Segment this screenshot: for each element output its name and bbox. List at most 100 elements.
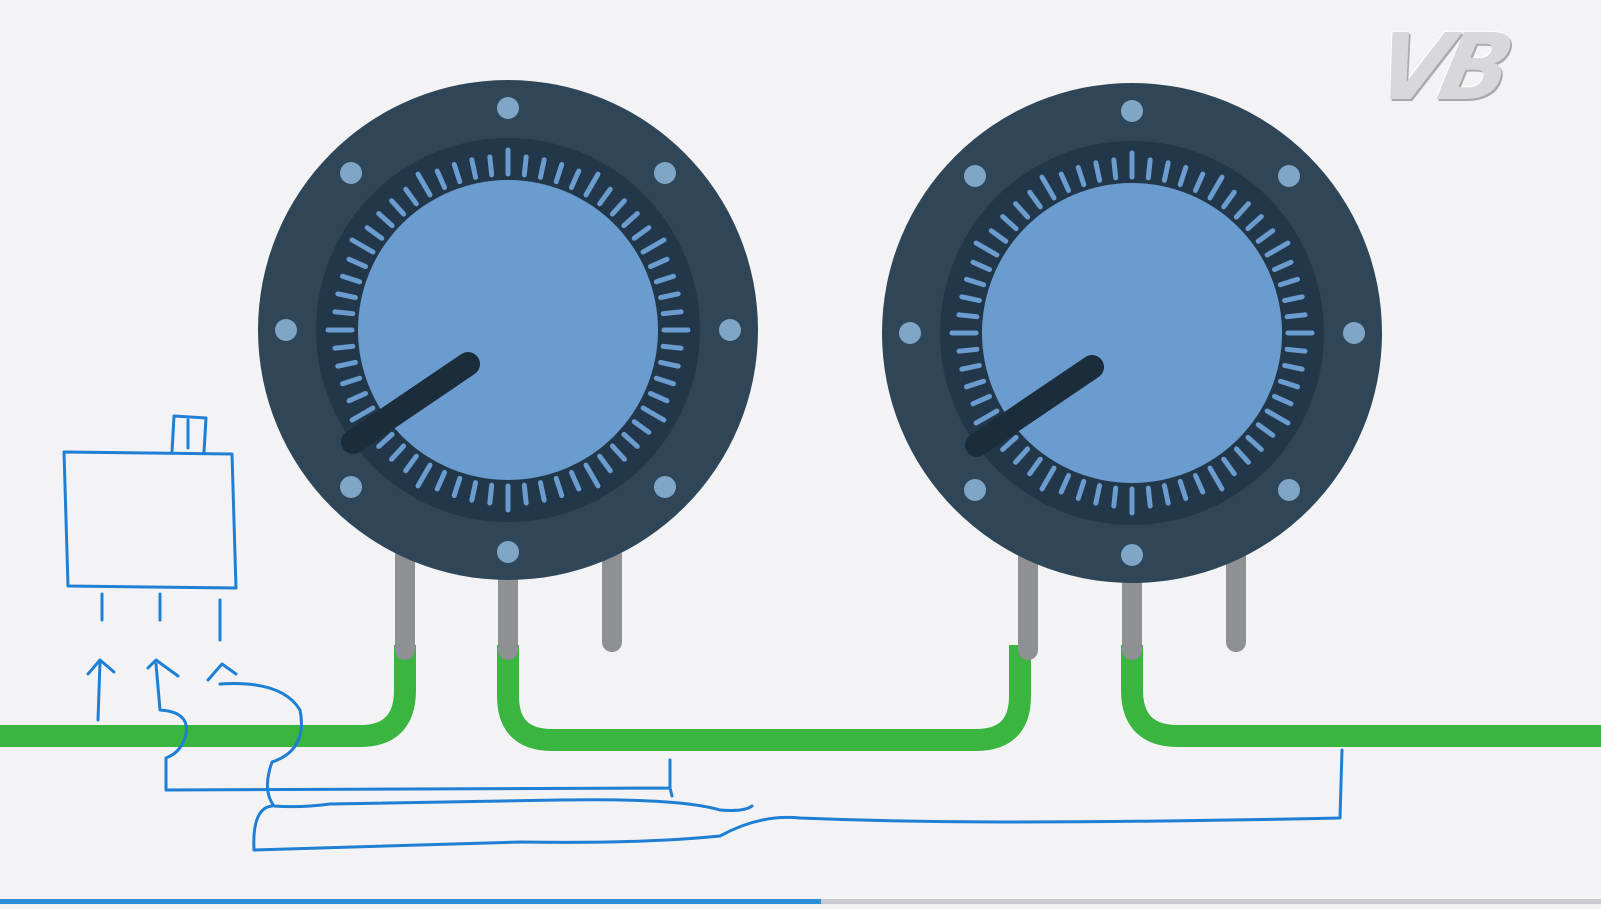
pot1-tick — [487, 154, 495, 178]
pot1-tick — [653, 375, 676, 387]
pot2-tick — [1282, 294, 1305, 304]
pot1-tick — [403, 186, 419, 207]
pot2-tick — [1192, 473, 1206, 495]
pot1-tick — [609, 198, 627, 217]
pot2-tick — [1161, 160, 1171, 183]
pot2-tick — [1058, 171, 1072, 193]
pot2-tick — [1093, 160, 1103, 183]
pot1-tick — [658, 291, 681, 301]
pot1-tick — [583, 462, 601, 489]
pot2-tick — [1282, 362, 1305, 372]
annotation-arrow-3 — [206, 662, 238, 682]
pot1-tick — [597, 186, 613, 207]
pot2-tick — [1075, 165, 1087, 188]
pot2-tick — [1264, 408, 1291, 426]
pot1-tick — [640, 405, 667, 423]
pot2-tick — [970, 393, 992, 407]
pot2-tick — [1000, 214, 1019, 232]
pot2-tick — [1272, 259, 1294, 273]
annotation-arrow-2 — [146, 658, 180, 678]
pot2-screw — [964, 478, 987, 501]
pot1-tick — [332, 309, 356, 317]
pot2-tick — [973, 408, 1000, 426]
pot2-tick — [964, 276, 987, 288]
wire-pot1-to-pot2 — [497, 645, 1031, 751]
pot1-tick — [434, 470, 448, 492]
pot1-tick — [376, 211, 395, 229]
pot2-tick — [1027, 456, 1043, 477]
pot2-screws — [899, 100, 1365, 566]
pot1-tick — [521, 482, 529, 506]
wires — [0, 645, 1601, 751]
pot1-tick — [335, 291, 358, 301]
pins — [395, 545, 1246, 660]
pot2-tick — [1039, 465, 1057, 492]
pot1-tick — [660, 343, 684, 351]
pot2-tick — [1111, 157, 1119, 181]
pot1-tick — [640, 237, 667, 255]
pot1-tick — [335, 359, 358, 369]
pot1-screw — [340, 475, 363, 498]
pot2-tick — [1277, 378, 1300, 390]
pot2-tick — [1177, 478, 1189, 501]
pot2-screw — [964, 165, 987, 188]
pot1-tick — [487, 482, 495, 506]
pot2-tick — [1192, 171, 1206, 193]
pot1-tick — [340, 375, 363, 387]
pot2-tick — [1264, 240, 1291, 258]
pot1-tick — [553, 475, 565, 498]
pot1-tick — [349, 405, 376, 423]
pot1-tick — [631, 225, 652, 241]
pot1-tick — [597, 453, 613, 474]
pot2-tick — [1039, 174, 1057, 201]
pot1-tick — [631, 419, 652, 435]
pot2-tick — [1145, 485, 1153, 509]
pot1-tick — [340, 273, 363, 285]
pot2-tick — [1255, 228, 1276, 244]
pot1-tick — [653, 273, 676, 285]
pot1-tick — [451, 475, 463, 498]
pot2-screw — [899, 322, 921, 344]
pot2-tick — [1245, 214, 1264, 232]
pot1-tick — [364, 225, 385, 241]
pot1-tick — [349, 237, 376, 255]
video-progress-track[interactable] — [0, 899, 1601, 904]
pot1-screw — [653, 475, 676, 498]
annotation-wire-loop-1 — [154, 662, 674, 798]
pot1-tick — [415, 171, 433, 198]
pot1-screw — [719, 319, 741, 341]
pot2-tick — [1272, 393, 1294, 407]
pot1-needle — [341, 352, 480, 454]
pot2-tick — [1013, 201, 1031, 220]
pot1-tick — [346, 256, 368, 270]
pot2-tick — [1058, 473, 1072, 495]
pot1-tick — [568, 168, 582, 190]
pot2-screw — [1343, 322, 1365, 344]
pot1-screw — [275, 319, 297, 341]
pot1-screw — [497, 97, 519, 119]
pot2-tick — [1000, 434, 1019, 452]
potentiometer-right — [882, 83, 1382, 583]
pot1-tick — [469, 480, 479, 503]
pot2-tick — [959, 362, 982, 372]
pot2-dial-face — [982, 183, 1282, 483]
pot2-tick — [1233, 201, 1251, 220]
annotation-wire-return — [252, 748, 1344, 852]
pot2-tick — [1233, 446, 1251, 465]
pot1-dial-face — [358, 180, 658, 480]
pot1-tick — [346, 390, 368, 404]
pot2-tick — [1245, 434, 1264, 452]
potentiometer-left — [258, 80, 758, 580]
pot2-tick — [964, 378, 987, 390]
pot1-tick — [521, 154, 529, 178]
pot1-screw — [340, 162, 363, 185]
pot1-tick — [658, 359, 681, 369]
pot2-tick — [973, 240, 1000, 258]
pot2-tick — [970, 259, 992, 273]
pot2-tick — [1075, 478, 1087, 501]
pot2-tick — [1013, 446, 1031, 465]
pot2-tick — [1111, 485, 1119, 509]
pot2-tick — [959, 294, 982, 304]
